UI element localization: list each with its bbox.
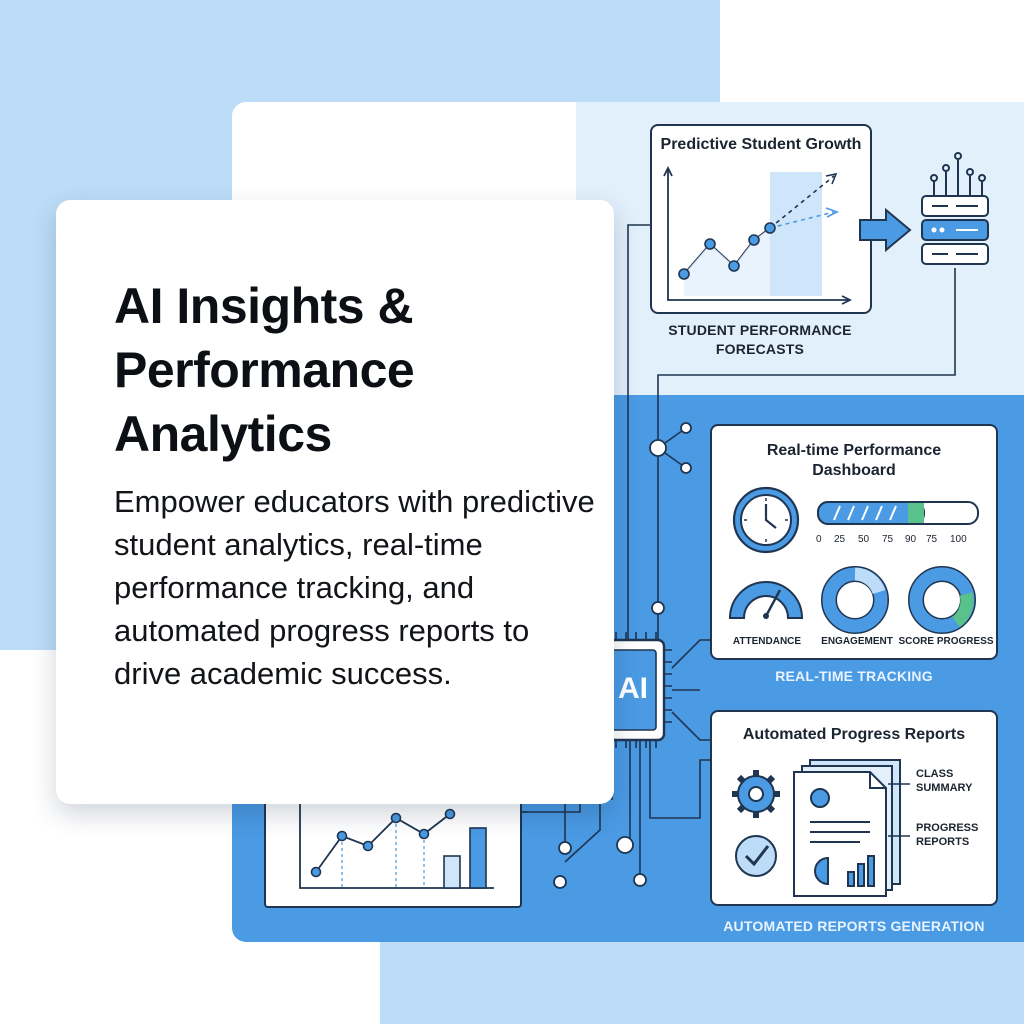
tick-100: 100 — [950, 534, 967, 545]
progress-reports-label-line2: REPORTS — [916, 836, 970, 848]
class-summary-label-line2: SUMMARY — [916, 782, 973, 794]
progress-bar — [817, 501, 979, 525]
tick-25: 25 — [834, 534, 846, 545]
predictive-caption-line2: FORECASTS — [715, 341, 805, 357]
class-summary-label-line1: CLASS — [916, 768, 954, 780]
growth-line-chart — [663, 165, 853, 305]
background-block-bottom-right — [380, 930, 1024, 1024]
progress-reports-label-line1: PROGRESS — [916, 822, 979, 834]
connector-line — [627, 224, 650, 640]
realtime-dashboard-card: Real-time Performance Dashboard — [710, 424, 998, 660]
network-node — [649, 439, 667, 457]
tick-90: 90 — [905, 534, 917, 545]
hero-description: Empower educators with predictive studen… — [114, 484, 595, 691]
gear-icon — [732, 770, 780, 818]
predictive-growth-title: Predictive Student Growth — [660, 136, 862, 153]
metric-attendance: ATTENDANCE — [732, 636, 802, 647]
dashboard-title-line2: Dashboard — [812, 462, 896, 479]
predictive-caption-line1: STUDENT PERFORMANCE — [668, 322, 852, 338]
progress-reports-card: Automated Progress Reports CLAS — [710, 710, 998, 906]
tick-75b: 75 — [926, 534, 938, 545]
clock-icon — [732, 486, 800, 554]
document-stack-icon — [793, 759, 901, 897]
arrow-right-icon — [859, 207, 912, 253]
connector-line — [657, 268, 956, 445]
score-progress-donut-icon — [908, 566, 976, 634]
tick-75: 75 — [882, 534, 894, 545]
metric-score-progress: SCORE PROGRESS — [898, 636, 994, 647]
tick-0: 0 — [816, 534, 822, 545]
server-icon — [921, 152, 989, 265]
engagement-donut-icon — [821, 566, 889, 634]
checkmark-icon — [735, 835, 777, 877]
tick-50: 50 — [858, 534, 870, 545]
gauge-icon — [728, 581, 804, 619]
metric-engagement: ENGAGEMENT — [821, 636, 893, 647]
reports-title: Automated Progress Reports — [742, 726, 966, 743]
mini-line-bar-chart — [299, 800, 494, 889]
predictive-growth-card: Predictive Student Growth — [650, 124, 872, 314]
reports-caption: AUTOMATED REPORTS GENERATION — [723, 918, 985, 934]
hero-title: AI Insights & Performance Analytics — [114, 278, 415, 462]
dashboard-caption: REAL-TIME TRACKING — [775, 668, 933, 684]
ai-chip-label: AI — [618, 672, 648, 705]
hero-card: AI Insights & Performance Analytics Empo… — [56, 200, 614, 804]
dashboard-title-line1: Real-time Performance — [766, 442, 942, 459]
